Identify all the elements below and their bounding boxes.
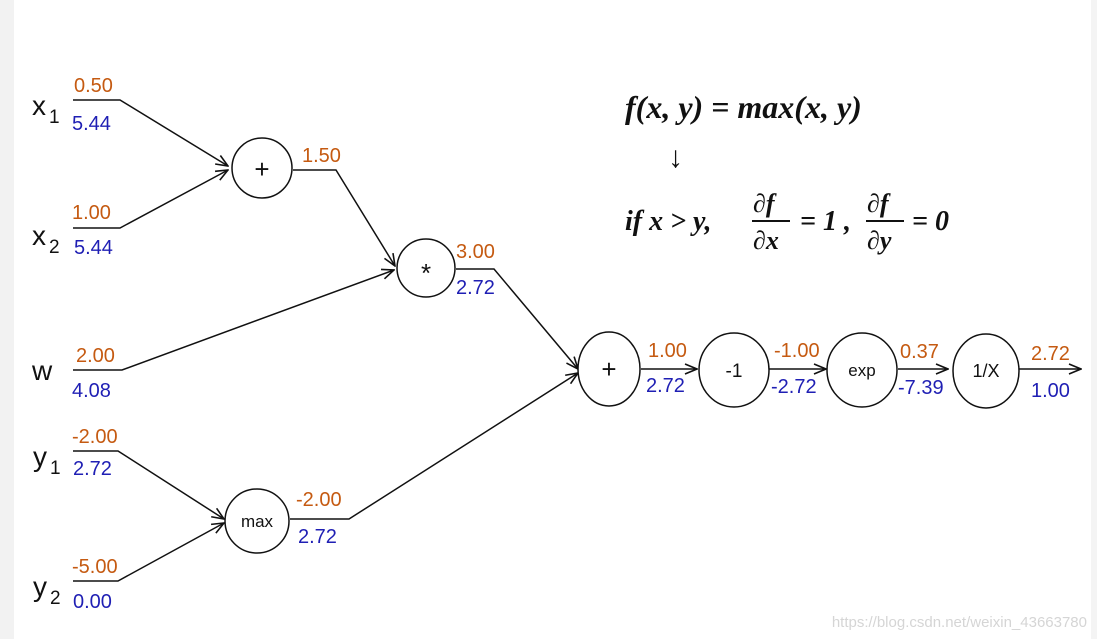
input-y2-sub: 2 xyxy=(50,588,61,609)
edge-mul-add2 xyxy=(456,268,578,369)
formula-definition: f(x, y) = max(x, y) xyxy=(625,89,862,125)
right-gutter xyxy=(1091,0,1097,639)
node-recip-label: 1/X xyxy=(972,361,999,381)
node-mul-label: * xyxy=(421,258,431,288)
input-y2-gradient: 0.00 xyxy=(73,591,112,613)
input-x1-gradient: 5.44 xyxy=(72,113,111,135)
input-y2-name: y xyxy=(33,571,47,602)
input-x1-forward: 0.50 xyxy=(74,75,113,97)
formula-arrow: ↓ xyxy=(668,141,683,174)
node-max-gradient: 2.72 xyxy=(298,526,337,548)
node-exp-forward: 0.37 xyxy=(900,341,939,363)
formula-eq0: = 0 xyxy=(912,206,949,237)
input-y1-sub: 1 xyxy=(50,458,61,479)
node-max xyxy=(224,488,290,554)
input-x1-sub: 1 xyxy=(49,107,60,128)
max-gate-formula: f(x, y) = max(x, y) ↓ if x > y, ∂f ∂x = … xyxy=(625,89,949,255)
input-x1-name: x xyxy=(32,90,46,121)
edge-y1-max xyxy=(73,450,224,519)
edge-max-add2 xyxy=(290,373,578,520)
node-add1-label: + xyxy=(254,154,269,184)
node-exp-label: exp xyxy=(848,361,875,380)
formula-dfdx-numerator: ∂f xyxy=(753,189,777,218)
input-w-gradient: 4.08 xyxy=(72,380,111,402)
input-x2-gradient: 5.44 xyxy=(74,237,113,259)
input-y2-forward: -5.00 xyxy=(72,556,118,578)
formula-condition: if x > y, xyxy=(625,206,711,237)
input-x2-sub: 2 xyxy=(49,237,60,258)
node-exp xyxy=(826,332,898,408)
node-add2-label: + xyxy=(601,354,616,384)
node-neg-label: -1 xyxy=(726,361,743,382)
node-neg xyxy=(698,332,770,408)
node-mul xyxy=(396,238,456,298)
watermark: https://blog.csdn.net/weixin_43663780 xyxy=(832,614,1087,631)
input-y1-name: y xyxy=(33,441,47,472)
node-mul-gradient: 2.72 xyxy=(456,277,495,299)
edges xyxy=(73,99,1081,582)
node-add2-gradient: 2.72 xyxy=(646,375,685,397)
node-add2-forward: 1.00 xyxy=(648,340,687,362)
edge-x2-add1 xyxy=(73,170,228,229)
node-recip-forward: 2.72 xyxy=(1031,343,1070,365)
formula-dfdy-denominator: ∂y xyxy=(867,226,892,255)
input-w-forward: 2.00 xyxy=(76,345,115,367)
node-recip-gradient: 1.00 xyxy=(1031,380,1070,402)
edge-w-mul xyxy=(73,270,394,371)
node-neg-forward: -1.00 xyxy=(774,340,820,362)
node-add1 xyxy=(231,137,293,199)
node-mul-forward: 3.00 xyxy=(456,241,495,263)
node-recip xyxy=(952,333,1020,409)
input-x2-forward: 1.00 xyxy=(72,202,111,224)
node-add1-forward: 1.50 xyxy=(302,145,341,167)
edge-add1-mul xyxy=(293,169,395,266)
input-x2-name: x xyxy=(32,220,46,251)
formula-dfdy-numerator: ∂f xyxy=(867,189,891,218)
formula-eq1: = 1 , xyxy=(800,206,851,237)
input-y1-gradient: 2.72 xyxy=(73,458,112,480)
node-add2 xyxy=(577,331,641,407)
node-max-label: max xyxy=(241,512,274,531)
node-max-forward: -2.00 xyxy=(296,489,342,511)
nodes xyxy=(224,137,1020,554)
input-w-name: w xyxy=(31,355,53,386)
node-neg-gradient: -2.72 xyxy=(771,376,817,398)
left-gutter xyxy=(0,0,14,639)
edge-x1-add1 xyxy=(73,99,228,166)
input-y1-forward: -2.00 xyxy=(72,426,118,448)
formula-dfdx-denominator: ∂x xyxy=(753,226,779,255)
node-exp-gradient: -7.39 xyxy=(898,377,944,399)
edge-y2-max xyxy=(73,523,224,582)
